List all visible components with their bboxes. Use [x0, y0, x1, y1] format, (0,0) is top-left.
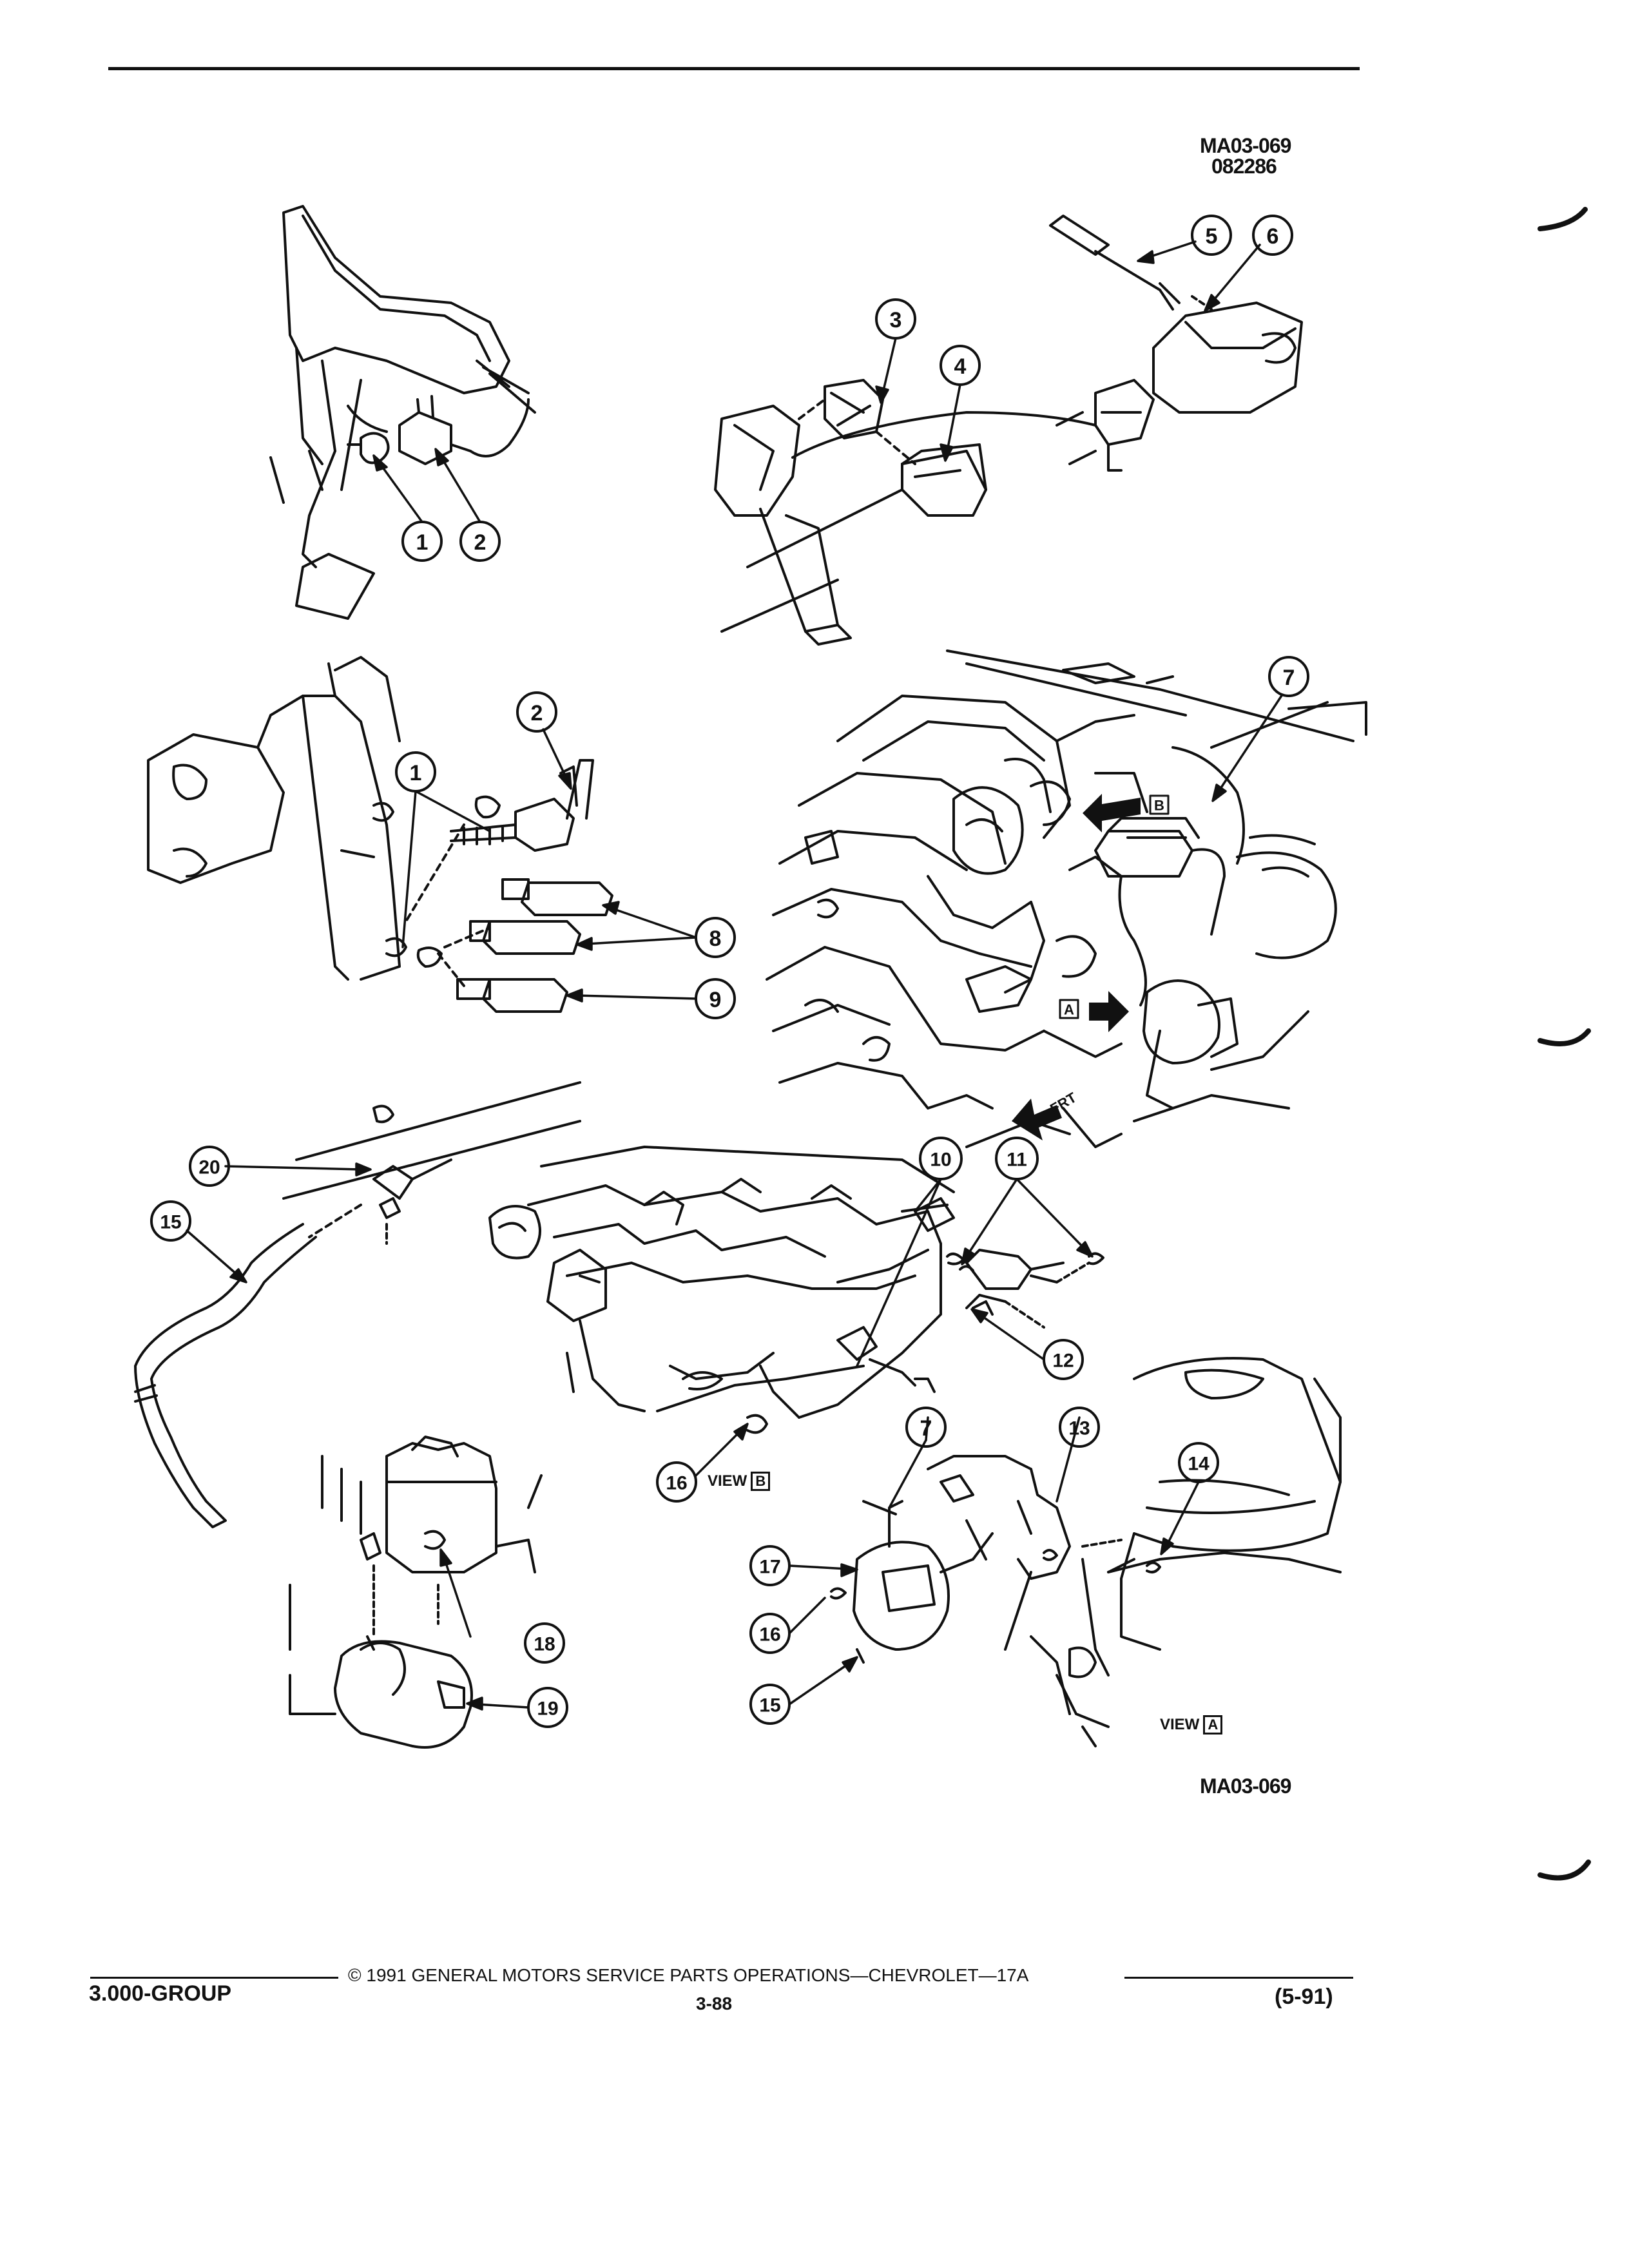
- callout-1b: 1: [410, 761, 422, 785]
- callout-19: 19: [537, 1698, 558, 1720]
- leader-lines: [186, 240, 1284, 1711]
- callout-6: 6: [1267, 224, 1279, 249]
- servo-assembly: [1049, 215, 1303, 472]
- footer-group: 3.000-GROUP: [89, 1981, 232, 2006]
- callout-20: 20: [198, 1157, 220, 1178]
- callout-17: 17: [759, 1557, 780, 1578]
- callout-7a: 7: [1283, 666, 1295, 690]
- marker-a-box: [1059, 999, 1079, 1019]
- callout-1a: 1: [416, 530, 429, 555]
- top-rule: [108, 67, 1360, 70]
- switch-bracket-assembly: [147, 656, 613, 1013]
- view-a-letter: A: [1203, 1715, 1223, 1735]
- callout-13: 13: [1068, 1418, 1090, 1439]
- callout-9: 9: [709, 988, 722, 1012]
- bottom-drawing-code: MA03-069: [1200, 1774, 1291, 1798]
- marker-b-box: [1149, 794, 1170, 815]
- callout-5: 5: [1206, 224, 1218, 249]
- vacuum-hose-assembly: [134, 1081, 581, 1528]
- callout-4: 4: [954, 354, 967, 379]
- callout-11: 11: [1007, 1149, 1027, 1171]
- callout-18: 18: [534, 1634, 555, 1655]
- callout-circles: [150, 215, 1309, 1728]
- callout-7b: 7: [920, 1416, 932, 1441]
- footer-rule-left: [90, 1977, 338, 1979]
- callout-10: 10: [930, 1149, 951, 1171]
- callout-14: 14: [1188, 1454, 1210, 1475]
- callout-2b: 2: [531, 701, 543, 726]
- view-b-letter: B: [751, 1472, 771, 1491]
- module-mount-assembly: [289, 1357, 1342, 1749]
- frt-arrow: [1012, 1099, 1062, 1140]
- view-b-word: VIEW: [708, 1472, 747, 1490]
- footer-date: (5-91): [1275, 1984, 1333, 2009]
- footer-copyright: © 1991 GENERAL MOTORS SERVICE PARTS OPER…: [348, 1965, 1029, 1985]
- callout-15a: 15: [160, 1212, 181, 1233]
- arrow-a-marker: [1089, 991, 1129, 1032]
- throttle-body-assembly: [488, 1146, 1104, 1434]
- brake-pedal-assembly: [269, 205, 536, 620]
- arrow-b-marker: [1083, 794, 1141, 832]
- callout-8: 8: [709, 927, 722, 951]
- drawing-code: MA03-069: [1200, 134, 1291, 157]
- accelerator-pedal-assembly: [714, 379, 1097, 646]
- callout-3: 3: [890, 308, 902, 332]
- drawing-date: 082286: [1211, 155, 1277, 178]
- callout-12: 12: [1052, 1350, 1074, 1372]
- callout-2a: 2: [474, 530, 487, 555]
- callout-16b: 16: [759, 1624, 780, 1646]
- footer-rule-right: [1124, 1977, 1353, 1979]
- marker-b-letter: B: [1154, 798, 1164, 814]
- view-a-word: VIEW: [1160, 1716, 1200, 1733]
- callout-15b: 15: [759, 1695, 780, 1716]
- callout-16a: 16: [666, 1473, 687, 1494]
- marker-a-letter: A: [1064, 1002, 1074, 1018]
- engine-bay-view: [766, 649, 1367, 1148]
- footer-page-number: 3-88: [696, 1994, 733, 2013]
